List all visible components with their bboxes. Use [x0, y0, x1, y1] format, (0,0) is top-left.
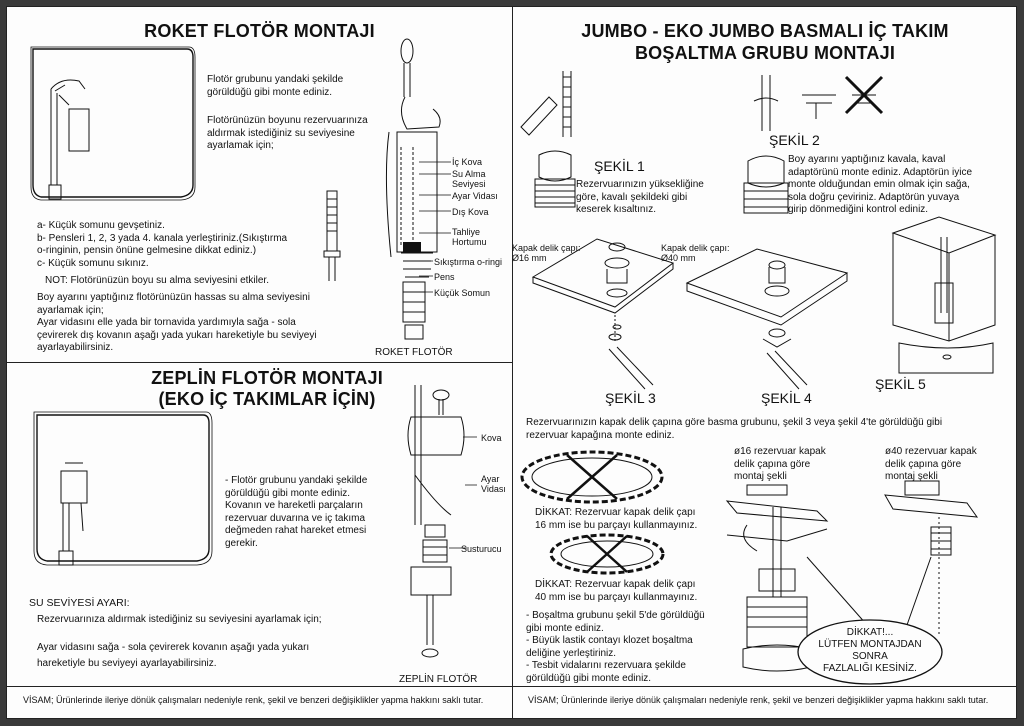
zeplin-title-2: (EKO İÇ TAKIMLAR İÇİN) — [158, 389, 376, 409]
jumbo-mount-text: Rezervuarınızın kapak delik çapına göre … — [526, 417, 943, 441]
label-kucuk-somun: Küçük Somun — [434, 288, 491, 298]
sekil5-label: ŞEKİL 5 — [875, 376, 926, 392]
zeplin-su-seviyesi: SU SEVİYESİ AYARI: — [29, 597, 130, 609]
sekil1-label: ŞEKİL 1 — [594, 158, 645, 174]
dikkat1-text: DİKKAT: Rezervuar kapak delik çapı 16 mm… — [535, 507, 698, 532]
jumbo-bullets: - Boşaltma grubunu şekil 5'de görüldüğü … — [526, 610, 705, 684]
footer-right: VİSAM; Ürünlerinde ileriye dönük çalışma… — [528, 695, 989, 705]
roket-tank-illustration — [29, 45, 194, 210]
sekil4-illustration — [677, 243, 857, 403]
dikkat3-text: DİKKAT!... LÜTFEN MONTAJDAN SONRA FAZLAL… — [818, 627, 922, 674]
roket-adjust: Boy ayarını yaptığınız flotörünüzün hass… — [37, 292, 317, 353]
sekil2-text: Boy ayarını yaptığınız kavala, kaval ada… — [788, 154, 973, 215]
label-tahliye: Tahliye Hortumu — [452, 227, 487, 247]
sekil4-label: ŞEKİL 4 — [761, 390, 812, 406]
jumbo-title-1: JUMBO - EKO JUMBO BASMALI İÇ TAKIM — [581, 21, 949, 41]
roket-steps: a- Küçük somunu gevşetiniz. b- Pensleri … — [37, 220, 288, 269]
dikkat1-ring — [517, 447, 667, 507]
footer-divider — [7, 686, 1016, 687]
roket-note: NOT: Flotörünüzün boyu su alma seviyesin… — [45, 275, 269, 286]
footer-left: VİSAM; Ürünlerinde ileriye dönük çalışma… — [23, 695, 484, 705]
left-section-divider — [7, 362, 512, 363]
zeplin-float-diagram — [397, 385, 477, 675]
assembly-illustration — [707, 477, 1007, 687]
zeplin-caption: ZEPLİN FLOTÖR — [399, 674, 478, 685]
roket-p1: Flotör grubunu yandaki şekilde görüldüğü… — [207, 74, 344, 98]
label-dis-kova: Dış Kova — [452, 207, 489, 217]
roket-caption: ROKET FLOTÖR — [375, 347, 453, 358]
label-su-alma: Su Alma Seviyesi — [452, 169, 486, 189]
kapak16-label: Kapak delik çapı: Ø16 mm — [512, 243, 581, 263]
roket-float-diagram — [377, 37, 447, 352]
pens-illustration — [322, 189, 342, 281]
dikkat2-text: DİKKAT: Rezervuar kapak delik çapı 40 mm… — [535, 579, 698, 604]
zeplin-s1: Rezervuarınıza aldırmak istediğiniz su s… — [37, 614, 322, 625]
sekil1-illustration — [517, 71, 587, 217]
kapak40-label: Kapak delik çapı: Ø40 mm — [661, 243, 730, 263]
o40-label: ø40 rezervuar kapak delik çapına göre mo… — [885, 446, 977, 482]
sekil1-text: Rezervuarınızın yüksekliğine göre, kaval… — [576, 179, 704, 215]
zeplin-label-susturucu: Susturucu — [461, 544, 502, 554]
zeplin-title-1: ZEPLİN FLOTÖR MONTAJI — [151, 368, 383, 388]
zeplin-label-ayar: Ayar Vidası — [481, 474, 506, 494]
jumbo-title-2: BOŞALTMA GRUBU MONTAJI — [634, 43, 896, 63]
label-sikistirma: Sıkıştırma o-ringi — [434, 257, 503, 267]
zeplin-p1: - Flotör grubunu yandaki şekilde görüldü… — [225, 475, 368, 549]
instruction-sheet: ROKET FLOTÖR MONTAJI Flotör grubunu yand… — [6, 6, 1017, 719]
center-divider — [512, 7, 513, 718]
dikkat2-ring — [547, 532, 667, 577]
roket-p2: Flotörünüzün boyunu rezervuarınıza aldır… — [207, 115, 368, 151]
sekil2-illustration — [732, 75, 892, 221]
sekil5-illustration — [889, 213, 999, 383]
sekil2-label: ŞEKİL 2 — [769, 132, 820, 148]
zeplin-tank-illustration — [33, 411, 213, 566]
o16-label: ø16 rezervuar kapak delik çapına göre mo… — [734, 446, 826, 482]
label-pens: Pens — [434, 272, 455, 282]
sekil3-illustration — [527, 233, 677, 403]
zeplin-label-kova: Kova — [481, 433, 502, 443]
label-ic-kova: İç Kova — [452, 157, 483, 167]
roket-label-arrows — [419, 157, 451, 297]
zeplin-s2: Ayar vidasını sağa - sola çevirerek kova… — [37, 642, 310, 669]
label-ayar-vidasi: Ayar Vidası — [452, 191, 498, 201]
sekil3-label: ŞEKİL 3 — [605, 390, 656, 406]
dikkat3-ellipse — [795, 617, 945, 687]
roket-title: ROKET FLOTÖR MONTAJI — [144, 21, 375, 41]
